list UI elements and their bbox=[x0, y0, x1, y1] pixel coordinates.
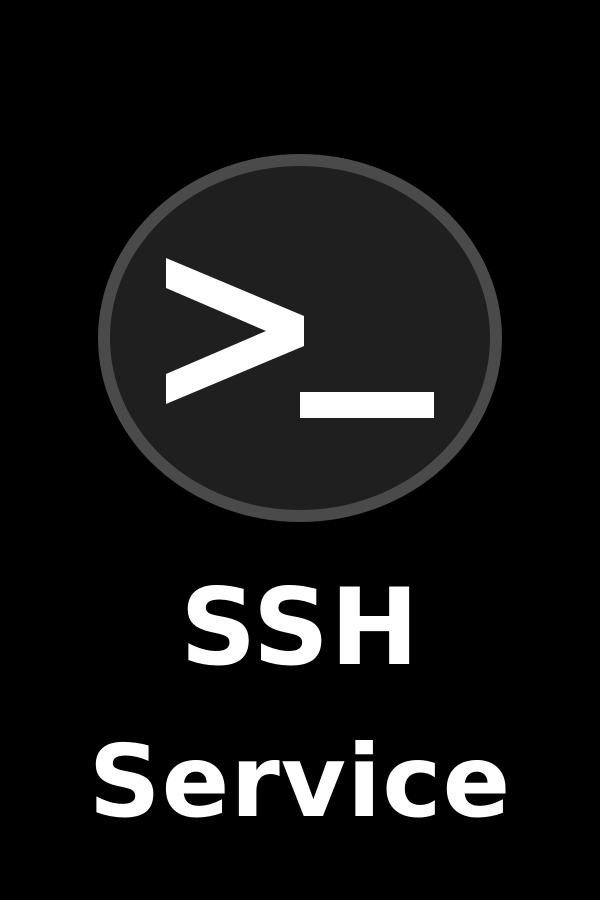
app-title-line1: SSH bbox=[180, 566, 420, 689]
terminal-icon[interactable] bbox=[96, 152, 504, 524]
prompt-chevron-icon bbox=[166, 258, 304, 404]
app-title-line2: Service bbox=[88, 723, 512, 840]
cursor-underscore-icon bbox=[300, 392, 434, 418]
